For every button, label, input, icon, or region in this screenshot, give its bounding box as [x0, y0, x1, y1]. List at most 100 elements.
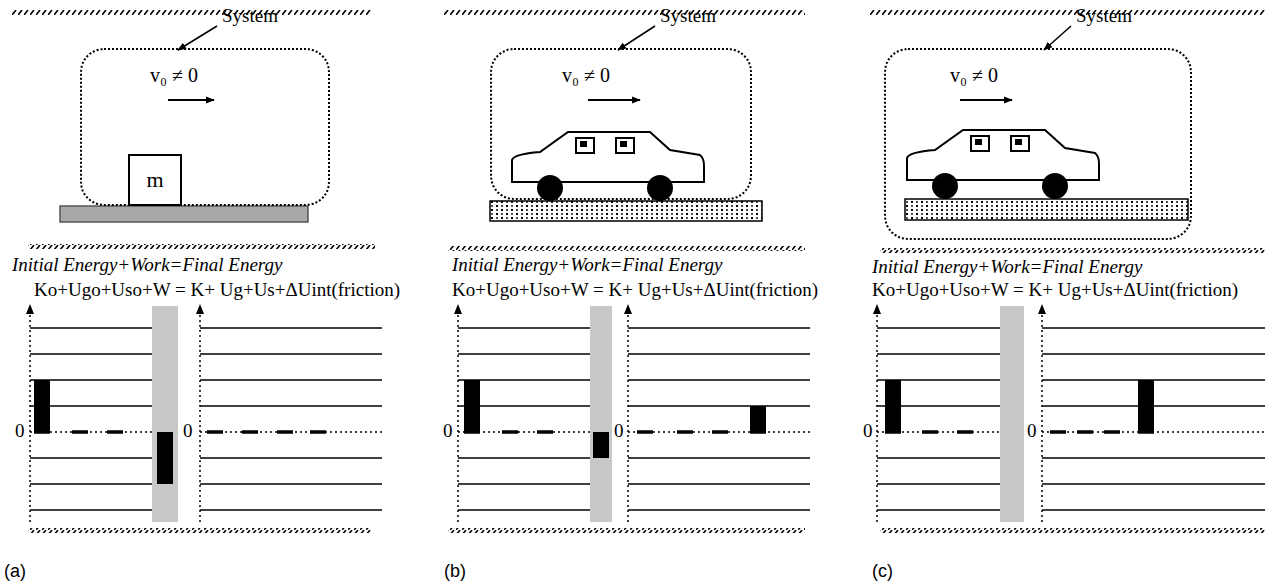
energy-equation-symbols: Ko+Ugo+Uso+W = K+ Ug+Us+ΔUint(friction)	[872, 280, 1238, 301]
energy-equation-words: Initial Energy+Work=Final Energy	[452, 255, 722, 276]
system-boundary: mv₀ ≠ 0	[80, 48, 330, 206]
grid-line	[628, 327, 810, 328]
velocity-arrow	[588, 99, 640, 101]
energy-equation-words: Initial Energy+Work=Final Energy	[12, 255, 282, 276]
work-band	[152, 306, 178, 522]
grid-line	[458, 509, 612, 510]
energy-bar	[885, 380, 901, 432]
car-figure	[907, 130, 1099, 199]
grid-line	[458, 353, 612, 354]
zero-line	[200, 431, 382, 432]
mass-block: m	[128, 154, 182, 206]
energy-equation-words: Initial Energy+Work=Final Energy	[872, 257, 1142, 278]
axis-arrow	[196, 304, 204, 314]
hatched-boundary	[12, 10, 372, 15]
grid-line	[458, 405, 612, 406]
hatched-boundary	[870, 10, 1265, 15]
system-label: System	[660, 6, 716, 27]
zero-mark	[242, 430, 258, 434]
grid-line	[1042, 483, 1265, 484]
zero-mark	[922, 430, 938, 434]
zero-mark	[277, 430, 293, 434]
zero-label: 0	[862, 421, 874, 442]
axis-arrow	[624, 304, 632, 314]
work-band	[590, 306, 612, 522]
grid-line	[628, 353, 810, 354]
mass-label: m	[146, 168, 163, 192]
velocity-arrow	[960, 99, 1012, 101]
zero-mark	[1050, 430, 1066, 434]
hatched-boundary	[880, 248, 1265, 253]
car-figure	[512, 132, 704, 201]
grid-line	[458, 327, 612, 328]
zero-mark	[537, 430, 553, 434]
energy-equation-symbols: Ko+Ugo+Uso+W = K+ Ug+Us+ΔUint(friction)	[34, 280, 400, 301]
zero-mark	[502, 430, 518, 434]
energy-bar-chart	[873, 304, 1265, 522]
grid-line	[200, 405, 382, 406]
road-surface	[905, 199, 1188, 220]
hatched-boundary	[448, 528, 805, 533]
grid-line	[1042, 353, 1265, 354]
grid-line	[1042, 457, 1265, 458]
axis-arrow	[1038, 304, 1046, 314]
grid-line	[1042, 327, 1265, 328]
velocity-arrow	[168, 99, 214, 101]
axis-arrow	[454, 304, 462, 314]
zero-mark	[207, 430, 223, 434]
grid-line	[458, 457, 612, 458]
leader-arrow	[618, 26, 655, 50]
leader-arrow	[178, 26, 217, 50]
grid-line	[200, 509, 382, 510]
floor-surface	[60, 206, 308, 222]
axis-arrow	[873, 304, 881, 314]
leader-arrow	[1044, 26, 1071, 50]
energy-bar-chart	[454, 304, 810, 522]
energy-axis	[627, 308, 629, 522]
energy-bar	[157, 432, 173, 484]
grid-line	[200, 379, 382, 380]
panel-label: (b)	[444, 562, 466, 582]
velocity-label: v₀ ≠ 0	[950, 64, 998, 86]
grid-line	[200, 327, 382, 328]
energy-axis	[876, 308, 878, 522]
energy-bar-chart	[26, 304, 382, 522]
bar-chart	[26, 304, 1265, 522]
energy-bar	[1138, 380, 1154, 432]
zero-mark	[957, 430, 973, 434]
system-boundary: v₀ ≠ 0	[884, 48, 1192, 240]
zero-mark	[72, 430, 88, 434]
hatched-boundary	[880, 528, 1265, 533]
energy-bar	[750, 406, 766, 432]
zero-mark	[310, 430, 326, 434]
grid-line	[458, 483, 612, 484]
zero-mark	[712, 430, 728, 434]
zero-mark	[107, 430, 123, 434]
road-surface	[490, 201, 762, 221]
hatched-boundary	[12, 10, 1265, 533]
work-band	[1000, 306, 1024, 522]
hatched-boundary	[444, 10, 805, 15]
hatched-boundary	[28, 528, 372, 533]
zero-line	[628, 431, 810, 432]
hatched-boundary	[28, 244, 375, 249]
energy-equation-symbols: Ko+Ugo+Uso+W = K+ Ug+Us+ΔUint(friction)	[452, 280, 818, 301]
zero-mark	[637, 430, 653, 434]
zero-label: 0	[182, 421, 194, 442]
energy-axis	[457, 308, 459, 522]
panel-label: (a)	[4, 562, 26, 582]
grid-line	[628, 405, 810, 406]
energy-axis	[199, 308, 201, 522]
grid-line	[628, 457, 810, 458]
axis-arrow	[26, 304, 34, 314]
system-label: System	[1076, 6, 1132, 27]
system-boundary: v₀ ≠ 0	[490, 48, 752, 200]
zero-mark	[677, 430, 693, 434]
zero-mark	[1077, 430, 1093, 434]
zero-label: 0	[1026, 421, 1038, 442]
grid-line	[628, 483, 810, 484]
zero-label: 0	[442, 421, 454, 442]
grid-line	[200, 483, 382, 484]
grid-line	[628, 379, 810, 380]
